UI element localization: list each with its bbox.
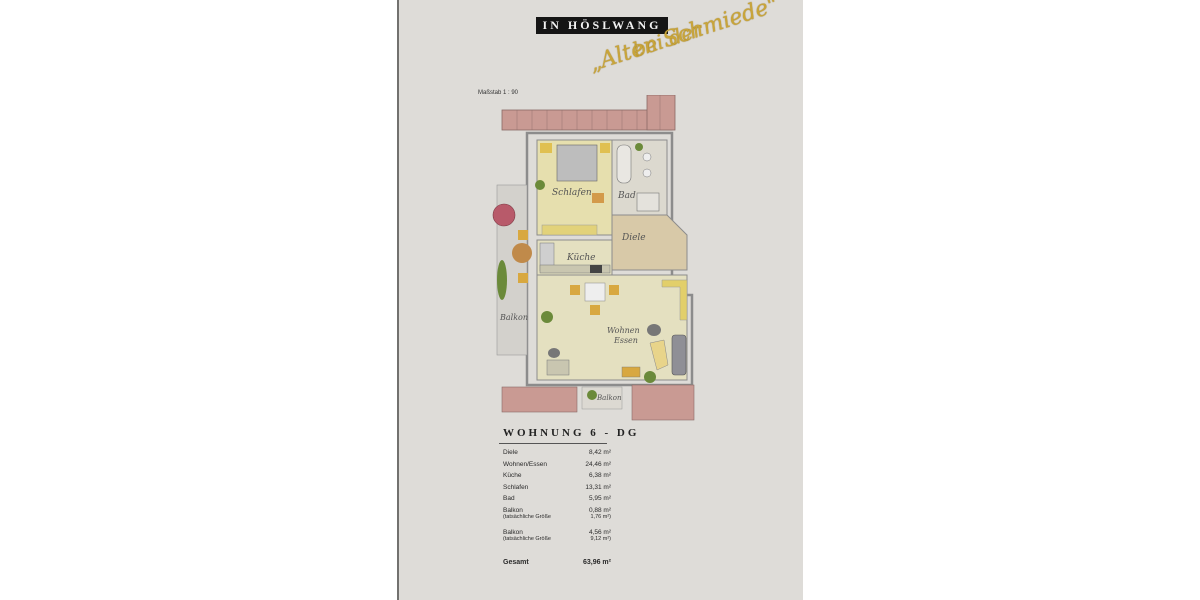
room-row: Wohnen/Essen 24,46 m² bbox=[503, 461, 611, 473]
svg-text:Küche: Küche bbox=[566, 253, 596, 263]
title-divider bbox=[499, 443, 607, 444]
svg-text:Essen: Essen bbox=[613, 336, 638, 345]
room-actual-area: 1,76 m²) bbox=[590, 513, 611, 520]
room-row: Küche 6,38 m² bbox=[503, 472, 611, 484]
floor-plan-sheet: IN HÖSLWANG bei der „Alten Schmiede" Maß… bbox=[397, 0, 803, 600]
room-note: (tatsächliche Größe bbox=[503, 535, 551, 542]
left-balcony: Balkon bbox=[492, 184, 532, 356]
scale-label: Maßstab 1 : 90 bbox=[478, 90, 519, 96]
location-title: IN HÖSLWANG bbox=[536, 17, 668, 34]
svg-text:Bad: Bad bbox=[617, 191, 636, 201]
room-row: Bad 5,95 m² bbox=[503, 495, 611, 507]
room-area: 8,42 m² bbox=[588, 449, 611, 456]
room-row: Balkon (tatsächliche Größe 0,88 m² 1,76 … bbox=[503, 507, 611, 529]
room-actual-area: 9,12 m²) bbox=[590, 535, 611, 542]
room-area: 0,88 m² bbox=[588, 506, 611, 514]
svg-text:Diele: Diele bbox=[621, 233, 646, 243]
room-name: Schlafen bbox=[503, 483, 529, 491]
room-area: 24,46 m² bbox=[585, 460, 611, 468]
total-row: Gesamt 63,96 m² bbox=[503, 559, 611, 566]
room-name: Wohnen/Essen bbox=[503, 460, 547, 468]
room-area: 5,95 m² bbox=[588, 495, 611, 502]
svg-text:Balkon: Balkon bbox=[499, 313, 528, 322]
bedroom: Schlafen bbox=[535, 139, 613, 236]
room-note: (tatsächliche Größe bbox=[503, 513, 551, 520]
room-name: Bad bbox=[503, 495, 515, 502]
bathroom: Bad bbox=[611, 139, 668, 216]
svg-text:Schlafen: Schlafen bbox=[552, 188, 592, 198]
bottom-balcony: Balkon bbox=[501, 384, 695, 421]
page-edge bbox=[397, 0, 399, 600]
room-area-list: Diele 8,42 m² Wohnen/Essen 24,46 m² Küch… bbox=[503, 449, 611, 551]
room-name: Küche bbox=[503, 472, 522, 479]
room-row: Balkon (tatsächliche Größe 4,56 m² 9,12 … bbox=[503, 529, 611, 551]
top-balcony bbox=[501, 95, 676, 131]
apartment-title: WOHNUNG 6 - DG bbox=[503, 427, 640, 439]
total-area: 63,96 m² bbox=[582, 559, 611, 566]
kitchen: Küche bbox=[536, 239, 613, 276]
living-dining: Wohnen Essen bbox=[536, 274, 688, 383]
room-name: Balkon bbox=[503, 506, 523, 514]
script-subtitle-line2: „Alten Schmiede" bbox=[586, 0, 782, 77]
room-row: Diele 8,42 m² bbox=[503, 449, 611, 461]
floor-plan-drawing: Schlafen Bad Diele Küche bbox=[492, 95, 695, 421]
room-area: 6,38 m² bbox=[588, 472, 611, 479]
svg-text:Wohnen: Wohnen bbox=[607, 326, 640, 335]
room-area: 4,56 m² bbox=[588, 528, 611, 536]
hall: Diele bbox=[611, 214, 688, 271]
svg-text:Balkon: Balkon bbox=[596, 394, 622, 402]
room-name: Balkon bbox=[503, 528, 523, 536]
room-row: Schlafen 13,31 m² bbox=[503, 484, 611, 496]
total-label: Gesamt bbox=[503, 559, 529, 566]
room-name: Diele bbox=[503, 449, 518, 456]
room-area: 13,31 m² bbox=[585, 483, 611, 491]
